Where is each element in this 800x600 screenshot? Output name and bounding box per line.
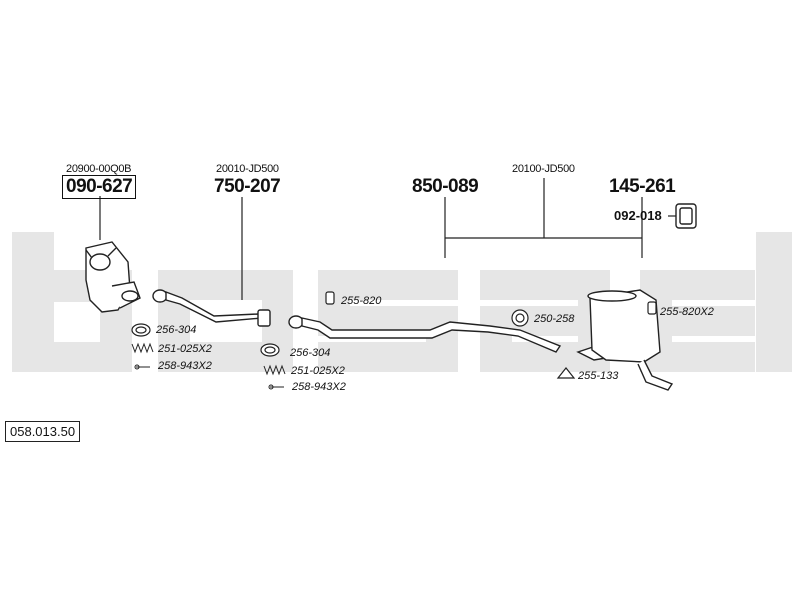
part-number[interactable]: 092-018 [614, 208, 662, 223]
front-pipe-drawing [152, 289, 271, 327]
part-number[interactable]: 090-627 [62, 175, 137, 199]
accessory-label[interactable]: 255-820 [341, 295, 382, 307]
drawing-number: 058.013.50 [5, 421, 81, 442]
accessory-label[interactable]: 256-304 [156, 324, 197, 336]
accessory-label[interactable]: 256-304 [290, 347, 331, 359]
accessory-label[interactable]: 255-820X2 [660, 306, 714, 318]
accessory-label: 255-133 [578, 370, 619, 382]
hanger-drawing [675, 203, 697, 229]
part-number[interactable]: 850-089 [412, 176, 479, 197]
mount-icon [556, 367, 576, 379]
accessory-label[interactable]: 251-025X2 [291, 365, 345, 377]
accessory-label[interactable]: 258-943X2 [292, 381, 346, 393]
oem-number: 20010-JD500 [216, 163, 279, 175]
accessory-label[interactable]: 251-025X2 [158, 343, 212, 355]
rubber-mount-icon [647, 301, 657, 315]
rear-muffler-drawing [576, 289, 674, 391]
oem-number: 20900-00Q0B [66, 163, 132, 175]
oem-number: 20100-JD500 [512, 163, 575, 175]
catalytic-converter-drawing [85, 241, 141, 313]
part-number[interactable]: 145-261 [609, 176, 676, 197]
accessory-label[interactable]: 250-258 [534, 313, 575, 325]
part-number[interactable]: 750-207 [214, 176, 281, 197]
rubber-mount-icon [325, 291, 335, 305]
center-pipe-drawing [288, 315, 562, 353]
accessory-label[interactable]: 258-943X2 [158, 360, 212, 372]
